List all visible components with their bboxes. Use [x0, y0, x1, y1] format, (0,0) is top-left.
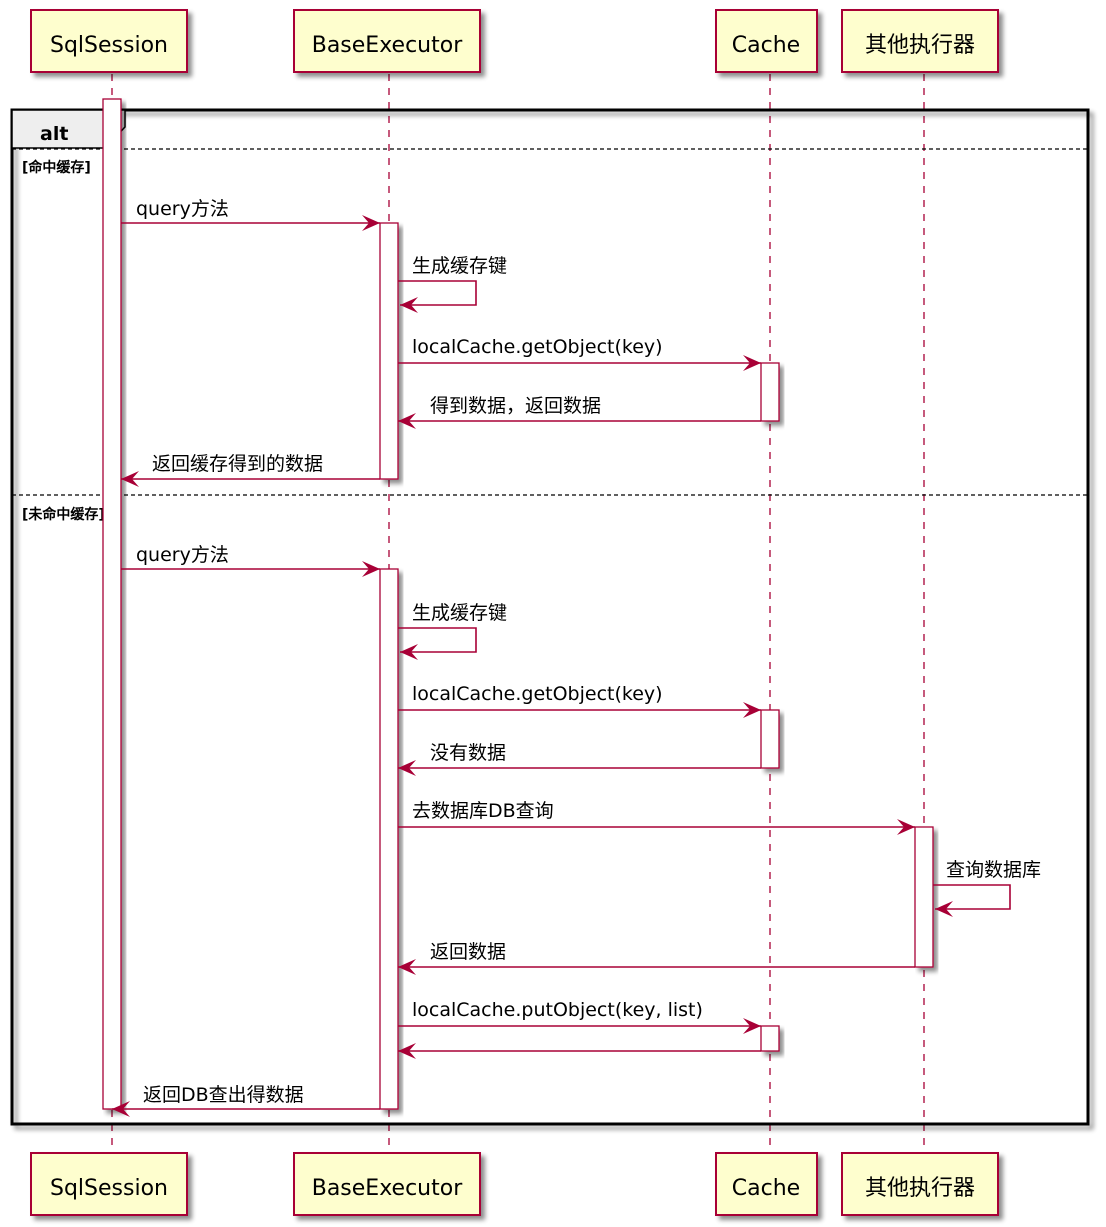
message-other-to-other[interactable]: 查询数据库 [933, 859, 1041, 917]
activation-bar-baseexecutor [379, 568, 399, 1110]
activation-bar-cache [760, 709, 780, 769]
participant-label: SqlSession [50, 1176, 168, 1201]
participant-cache-top[interactable]: Cache [715, 9, 818, 73]
alt-frame: alt [命中缓存] [未命中缓存] [10, 108, 1090, 1126]
message-line [933, 884, 1011, 910]
message-baseexecutor-to-cache[interactable]: localCache.getObject(key) [398, 683, 761, 718]
activation-bar-sqlsession [102, 98, 122, 1110]
participant-label: BaseExecutor [312, 33, 463, 58]
arrowhead-icon [362, 215, 380, 231]
arrowhead-icon [400, 644, 418, 660]
message-label: localCache.getObject(key) [412, 683, 663, 705]
arrowhead-icon [398, 413, 416, 429]
participant-baseexecutor-top[interactable]: BaseExecutor [293, 9, 481, 73]
message-label: 返回缓存得到的数据 [152, 453, 323, 475]
arrowhead-icon [743, 702, 761, 718]
message-label: 没有数据 [430, 742, 506, 764]
message-label: localCache.putObject(key, list) [412, 999, 703, 1021]
message-label: 返回数据 [430, 941, 506, 963]
message-label: 生成缓存键 [412, 255, 507, 277]
message-cache-to-baseexecutor[interactable]: 得到数据，返回数据 [398, 395, 761, 429]
message-baseexecutor-to-sqlsession[interactable]: 返回DB查出得数据 [112, 1084, 380, 1117]
message-baseexecutor-to-cache[interactable]: localCache.getObject(key) [398, 336, 761, 371]
message-label: query方法 [136, 544, 229, 566]
message-sqlsession-to-baseexecutor[interactable]: query方法 [121, 198, 380, 231]
message-label: 得到数据，返回数据 [430, 395, 601, 417]
message-cache-to-baseexecutor[interactable] [398, 1043, 761, 1059]
arrowhead-icon [112, 1101, 130, 1117]
participant-label: Cache [732, 33, 800, 58]
message-sqlsession-to-baseexecutor[interactable]: query方法 [121, 544, 380, 577]
activation-bar-baseexecutor [379, 222, 399, 480]
participant-other-bottom[interactable]: 其他执行器 [841, 1152, 999, 1216]
participant-cache-bottom[interactable]: Cache [715, 1152, 818, 1216]
message-label: localCache.getObject(key) [412, 336, 663, 358]
arrowhead-icon [400, 297, 418, 313]
participant-label: 其他执行器 [865, 1176, 975, 1201]
alt-keyword: alt [40, 123, 68, 145]
arrowhead-icon [362, 561, 380, 577]
message-label: 生成缓存键 [412, 602, 507, 624]
arrowhead-icon [743, 355, 761, 371]
activation-bar-other [914, 826, 934, 968]
activations [102, 98, 934, 1110]
arrowhead-icon [398, 760, 416, 776]
participant-sqlsession-top[interactable]: SqlSession [30, 9, 188, 73]
arrowhead-icon [935, 901, 953, 917]
participant-label: BaseExecutor [312, 1176, 463, 1201]
message-baseexecutor-to-baseexecutor[interactable]: 生成缓存键 [398, 602, 507, 660]
message-baseexecutor-to-baseexecutor[interactable]: 生成缓存键 [398, 255, 507, 313]
participant-other-top[interactable]: 其他执行器 [841, 9, 999, 73]
message-label: 去数据库DB查询 [412, 800, 554, 822]
arrowhead-icon [398, 1043, 416, 1059]
activation-bar-cache [760, 1025, 780, 1052]
arrowhead-icon [398, 959, 416, 975]
arrowhead-icon [121, 471, 139, 487]
activation-bar-cache [760, 362, 780, 422]
message-other-to-baseexecutor[interactable]: 返回数据 [398, 941, 915, 975]
alt-guard-miss: [未命中缓存] [22, 506, 105, 523]
participant-label: Cache [732, 1176, 800, 1201]
participant-baseexecutor-bottom[interactable]: BaseExecutor [293, 1152, 481, 1216]
message-line [398, 280, 477, 306]
message-line [398, 627, 477, 653]
message-baseexecutor-to-sqlsession[interactable]: 返回缓存得到的数据 [121, 453, 380, 487]
arrowhead-icon [743, 1018, 761, 1034]
messages: query方法生成缓存键localCache.getObject(key)得到数… [112, 198, 1041, 1117]
lifelines [111, 74, 925, 1153]
message-label: query方法 [136, 198, 229, 220]
message-label: 返回DB查出得数据 [143, 1084, 304, 1106]
message-baseexecutor-to-cache[interactable]: localCache.putObject(key, list) [398, 999, 761, 1034]
message-cache-to-baseexecutor[interactable]: 没有数据 [398, 742, 761, 776]
participant-label: 其他执行器 [865, 33, 975, 58]
message-label: 查询数据库 [946, 859, 1041, 881]
participant-label: SqlSession [50, 33, 168, 58]
alt-frame-border [10, 108, 1090, 1126]
alt-guard-hit: [命中缓存] [22, 159, 91, 176]
participant-sqlsession-bottom[interactable]: SqlSession [30, 1152, 188, 1216]
arrowhead-icon [897, 819, 915, 835]
message-baseexecutor-to-other[interactable]: 去数据库DB查询 [398, 800, 915, 835]
